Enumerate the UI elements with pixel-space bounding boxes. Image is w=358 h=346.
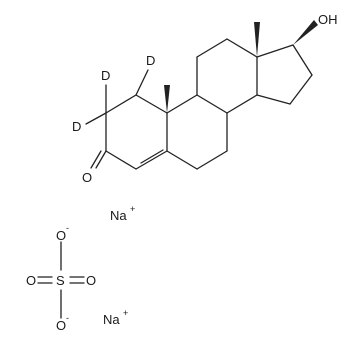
- sodium-ion-2-charge: +: [123, 308, 128, 318]
- hydroxyl-label: OH: [318, 12, 338, 27]
- sodium-ion-2: Na: [103, 312, 120, 327]
- deuterium-label-2: D: [101, 68, 110, 83]
- ring-d-bonds: [256, 44, 313, 105]
- sulfate-oxygen-right: O: [86, 273, 96, 288]
- methyl-c13-wedge: [254, 22, 260, 57]
- methyl-c10-wedge: [164, 85, 170, 113]
- sodium-ion-1: Na: [110, 208, 127, 223]
- sulfate-oxygen-top-charge: -: [66, 223, 69, 233]
- hydroxyl-wedge: [293, 20, 318, 45]
- sulfate-oxygen-left: O: [26, 273, 36, 288]
- sodium-ion-1-charge: +: [130, 204, 135, 214]
- sulfate-sulfur: S: [56, 273, 65, 288]
- sulfate-oxygen-top: O: [56, 228, 66, 243]
- ring-a-bonds: [105, 94, 168, 170]
- deuterium-label-1: D: [146, 53, 155, 68]
- sulfate-oxygen-bottom-charge: -: [66, 313, 69, 323]
- sulfate-oxygen-bottom: O: [56, 318, 66, 333]
- ring-b-bonds: [166, 94, 228, 170]
- ketone-bond: [90, 150, 107, 169]
- ketone-oxygen-label: O: [82, 170, 92, 185]
- deuterium-bonds: [85, 69, 149, 125]
- sulfate-bonds: [37, 241, 85, 319]
- deuterium-label-3: D: [72, 119, 81, 134]
- ring-c-bonds: [196, 38, 258, 114]
